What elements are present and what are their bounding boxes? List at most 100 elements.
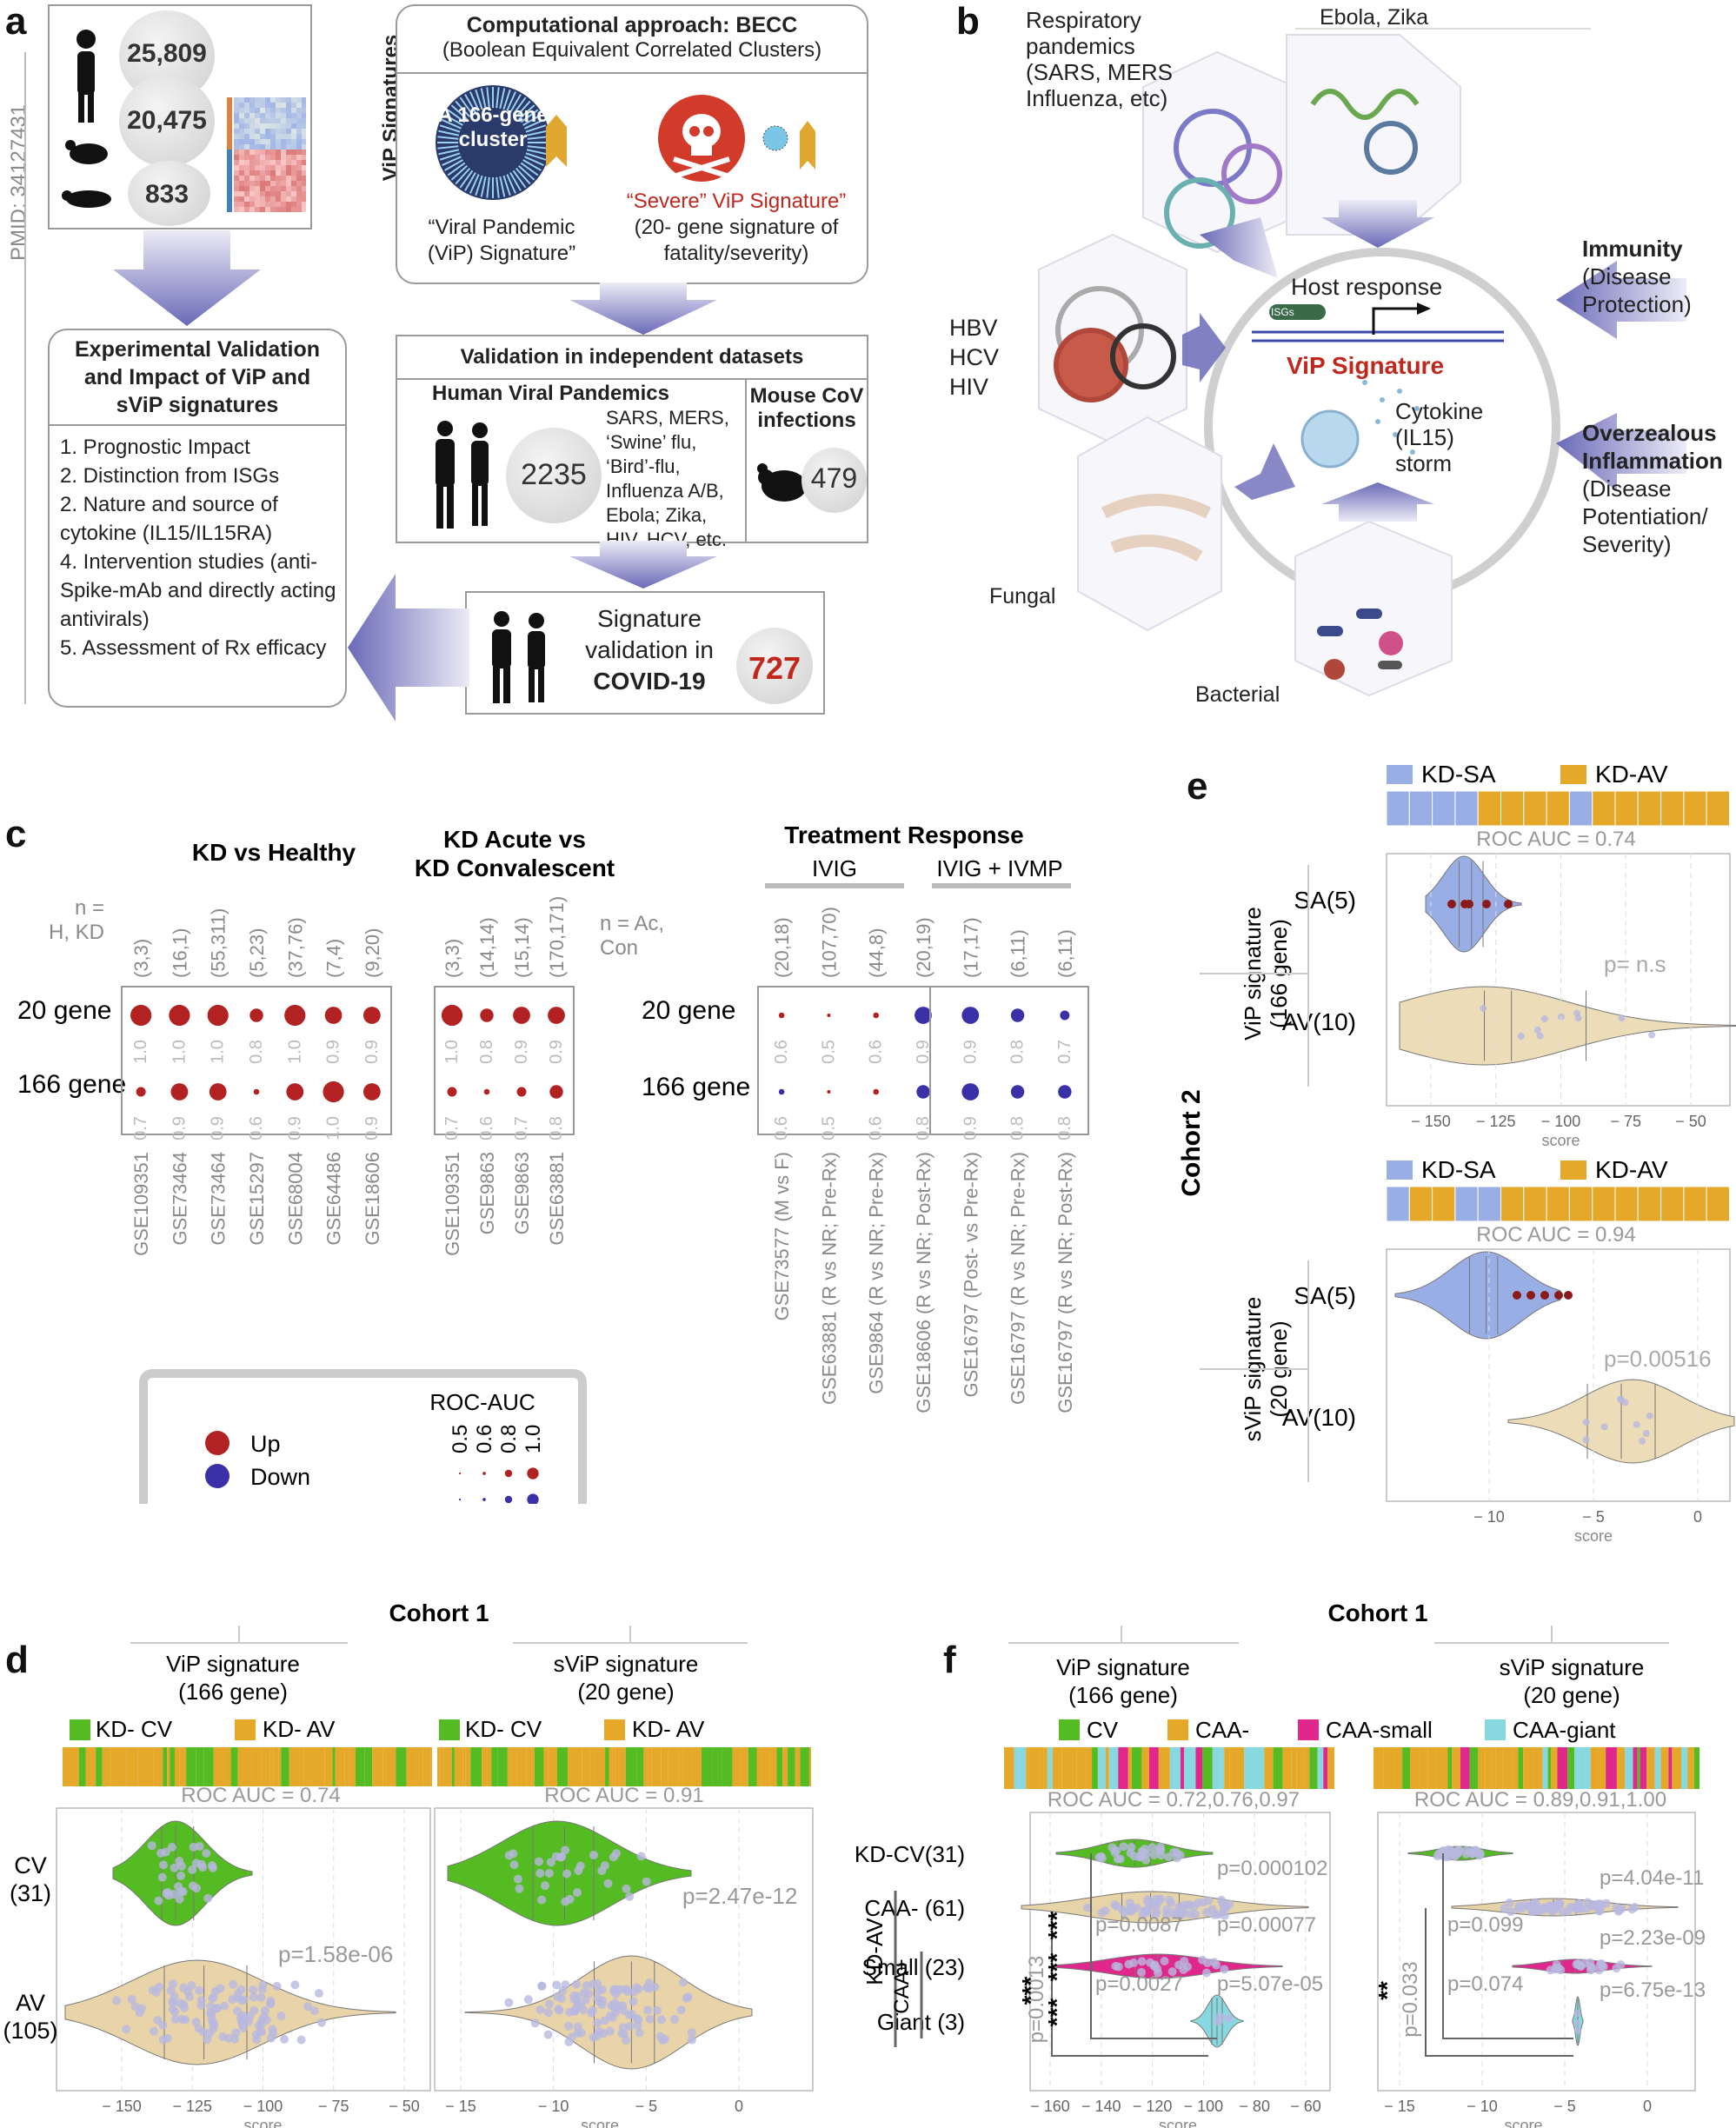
violin-point [1646, 1412, 1653, 1420]
heatmap-cell [281, 191, 286, 196]
violin-point [183, 1987, 193, 1997]
sample-strip [491, 1747, 498, 1786]
violin-frame [1377, 1812, 1696, 2091]
cohort-label: Cohort 1 [1327, 1599, 1427, 1626]
sample-strip [96, 1747, 103, 1786]
heatmap-cell [281, 160, 286, 165]
heatmap-cell [260, 113, 265, 118]
legend-cv-swatch [70, 1719, 90, 1740]
heatmap-cell [249, 103, 255, 108]
cluster-ray [438, 148, 462, 156]
sample-strip [65, 1747, 71, 1786]
hbv-hcv-hiv-label: HBV HCV HIV [949, 315, 1000, 400]
cluster-ray [519, 161, 539, 176]
legend-sa: KD-SA [1421, 761, 1496, 788]
sample-strip [712, 1747, 722, 1786]
sample-strip [548, 1747, 557, 1786]
heatmap-cell [286, 139, 291, 144]
violin-point [1601, 1899, 1611, 1908]
heatmap-cell [260, 129, 265, 134]
violin-point [687, 2035, 696, 2045]
sample-strip [1492, 1747, 1496, 1789]
right-title: (20 gene) [577, 1679, 674, 1705]
heatmap-cell [255, 191, 260, 196]
sample-strip [795, 1747, 801, 1786]
heatmap-cell [265, 181, 270, 186]
violin-point [535, 1857, 544, 1866]
mouse-icon [757, 463, 807, 502]
sample-strip [1568, 1186, 1593, 1222]
violin-point [1149, 1850, 1159, 1859]
human-title: Human Viral Pandemics [432, 382, 669, 405]
violin-point [1143, 1898, 1153, 1907]
cluster-ray [523, 151, 547, 161]
violin-point [1582, 1436, 1590, 1444]
heatmap-cell [281, 196, 286, 202]
violin-point [161, 1847, 170, 1857]
heatmap-cell [239, 191, 244, 196]
heatmap-cell [276, 134, 281, 139]
heatmap-cell [286, 129, 291, 134]
violin-point [196, 1996, 206, 2005]
sample-strip [1086, 1747, 1093, 1789]
heatmap-cell [265, 97, 270, 103]
legend-av: KD- AV [632, 1716, 705, 1742]
sample-n: (14,14) [476, 917, 498, 978]
violin-point [1160, 1957, 1169, 1966]
cluster-ray [447, 161, 467, 176]
heatmap-cell [286, 123, 291, 129]
bracket [130, 1626, 348, 1644]
violin-point [167, 1843, 176, 1852]
p-value: p=0.099 [1447, 1913, 1523, 1937]
heatmap-cell [249, 150, 255, 155]
exp-list-item: 2. Nature and source of cytokine (IL15/I… [60, 493, 278, 545]
sample-strip [1028, 1747, 1040, 1789]
violin-point [1173, 1853, 1182, 1863]
heatmap-cell [234, 165, 239, 170]
cluster-label: A 166-gene cluster [437, 103, 549, 151]
row-label: 20 gene [642, 996, 735, 1025]
violin-point [613, 2001, 622, 2011]
covid-title: Signature validation in [585, 605, 714, 663]
heatmap-cell [265, 191, 270, 196]
heatmap-cell [302, 155, 306, 160]
auc-value: 0.7 [512, 1116, 531, 1140]
violin-point [112, 1996, 122, 2005]
violin-point [268, 2025, 277, 2034]
heatmap-cell [239, 134, 244, 139]
bracket [1008, 1626, 1239, 1644]
heatmap-cell [249, 123, 255, 129]
heatmap-cell [270, 118, 276, 123]
row-av: (105) [3, 2018, 57, 2044]
heatmap-cell [239, 97, 244, 103]
sample-strip [203, 1747, 214, 1786]
violin-point [629, 1997, 638, 2006]
heatmap-cell [239, 155, 244, 160]
heatmap-cell [296, 181, 302, 186]
sample-strip [1640, 1747, 1647, 1789]
heatmap-cell [281, 139, 286, 144]
violin-point [592, 1978, 602, 1988]
mouse-title: Mouse CoV infections [749, 384, 864, 432]
sample-strip [1477, 1186, 1502, 1222]
violin-point [540, 1881, 549, 1891]
heatmap-cell [302, 202, 306, 207]
auc-dot [249, 1008, 263, 1022]
heatmap-cell [291, 191, 296, 196]
sample-strip [1237, 1747, 1245, 1789]
sample-strip [170, 1747, 175, 1786]
row-label: 166 gene [17, 1070, 126, 1099]
sample-strip [1500, 790, 1525, 827]
sample-strip [1637, 1747, 1640, 1789]
violin-point [1505, 1898, 1514, 1907]
heatmap-cell [291, 139, 296, 144]
violin-point [1597, 1958, 1606, 1968]
violin-point [130, 2002, 140, 2012]
sample-strip [349, 1747, 356, 1786]
heatmap-cell [270, 97, 276, 103]
heatmap-cell [234, 118, 239, 123]
violin-point [617, 2029, 627, 2038]
sample-strip [273, 1747, 279, 1786]
sample-strip [1224, 1747, 1230, 1789]
violin-point [296, 2035, 306, 2045]
